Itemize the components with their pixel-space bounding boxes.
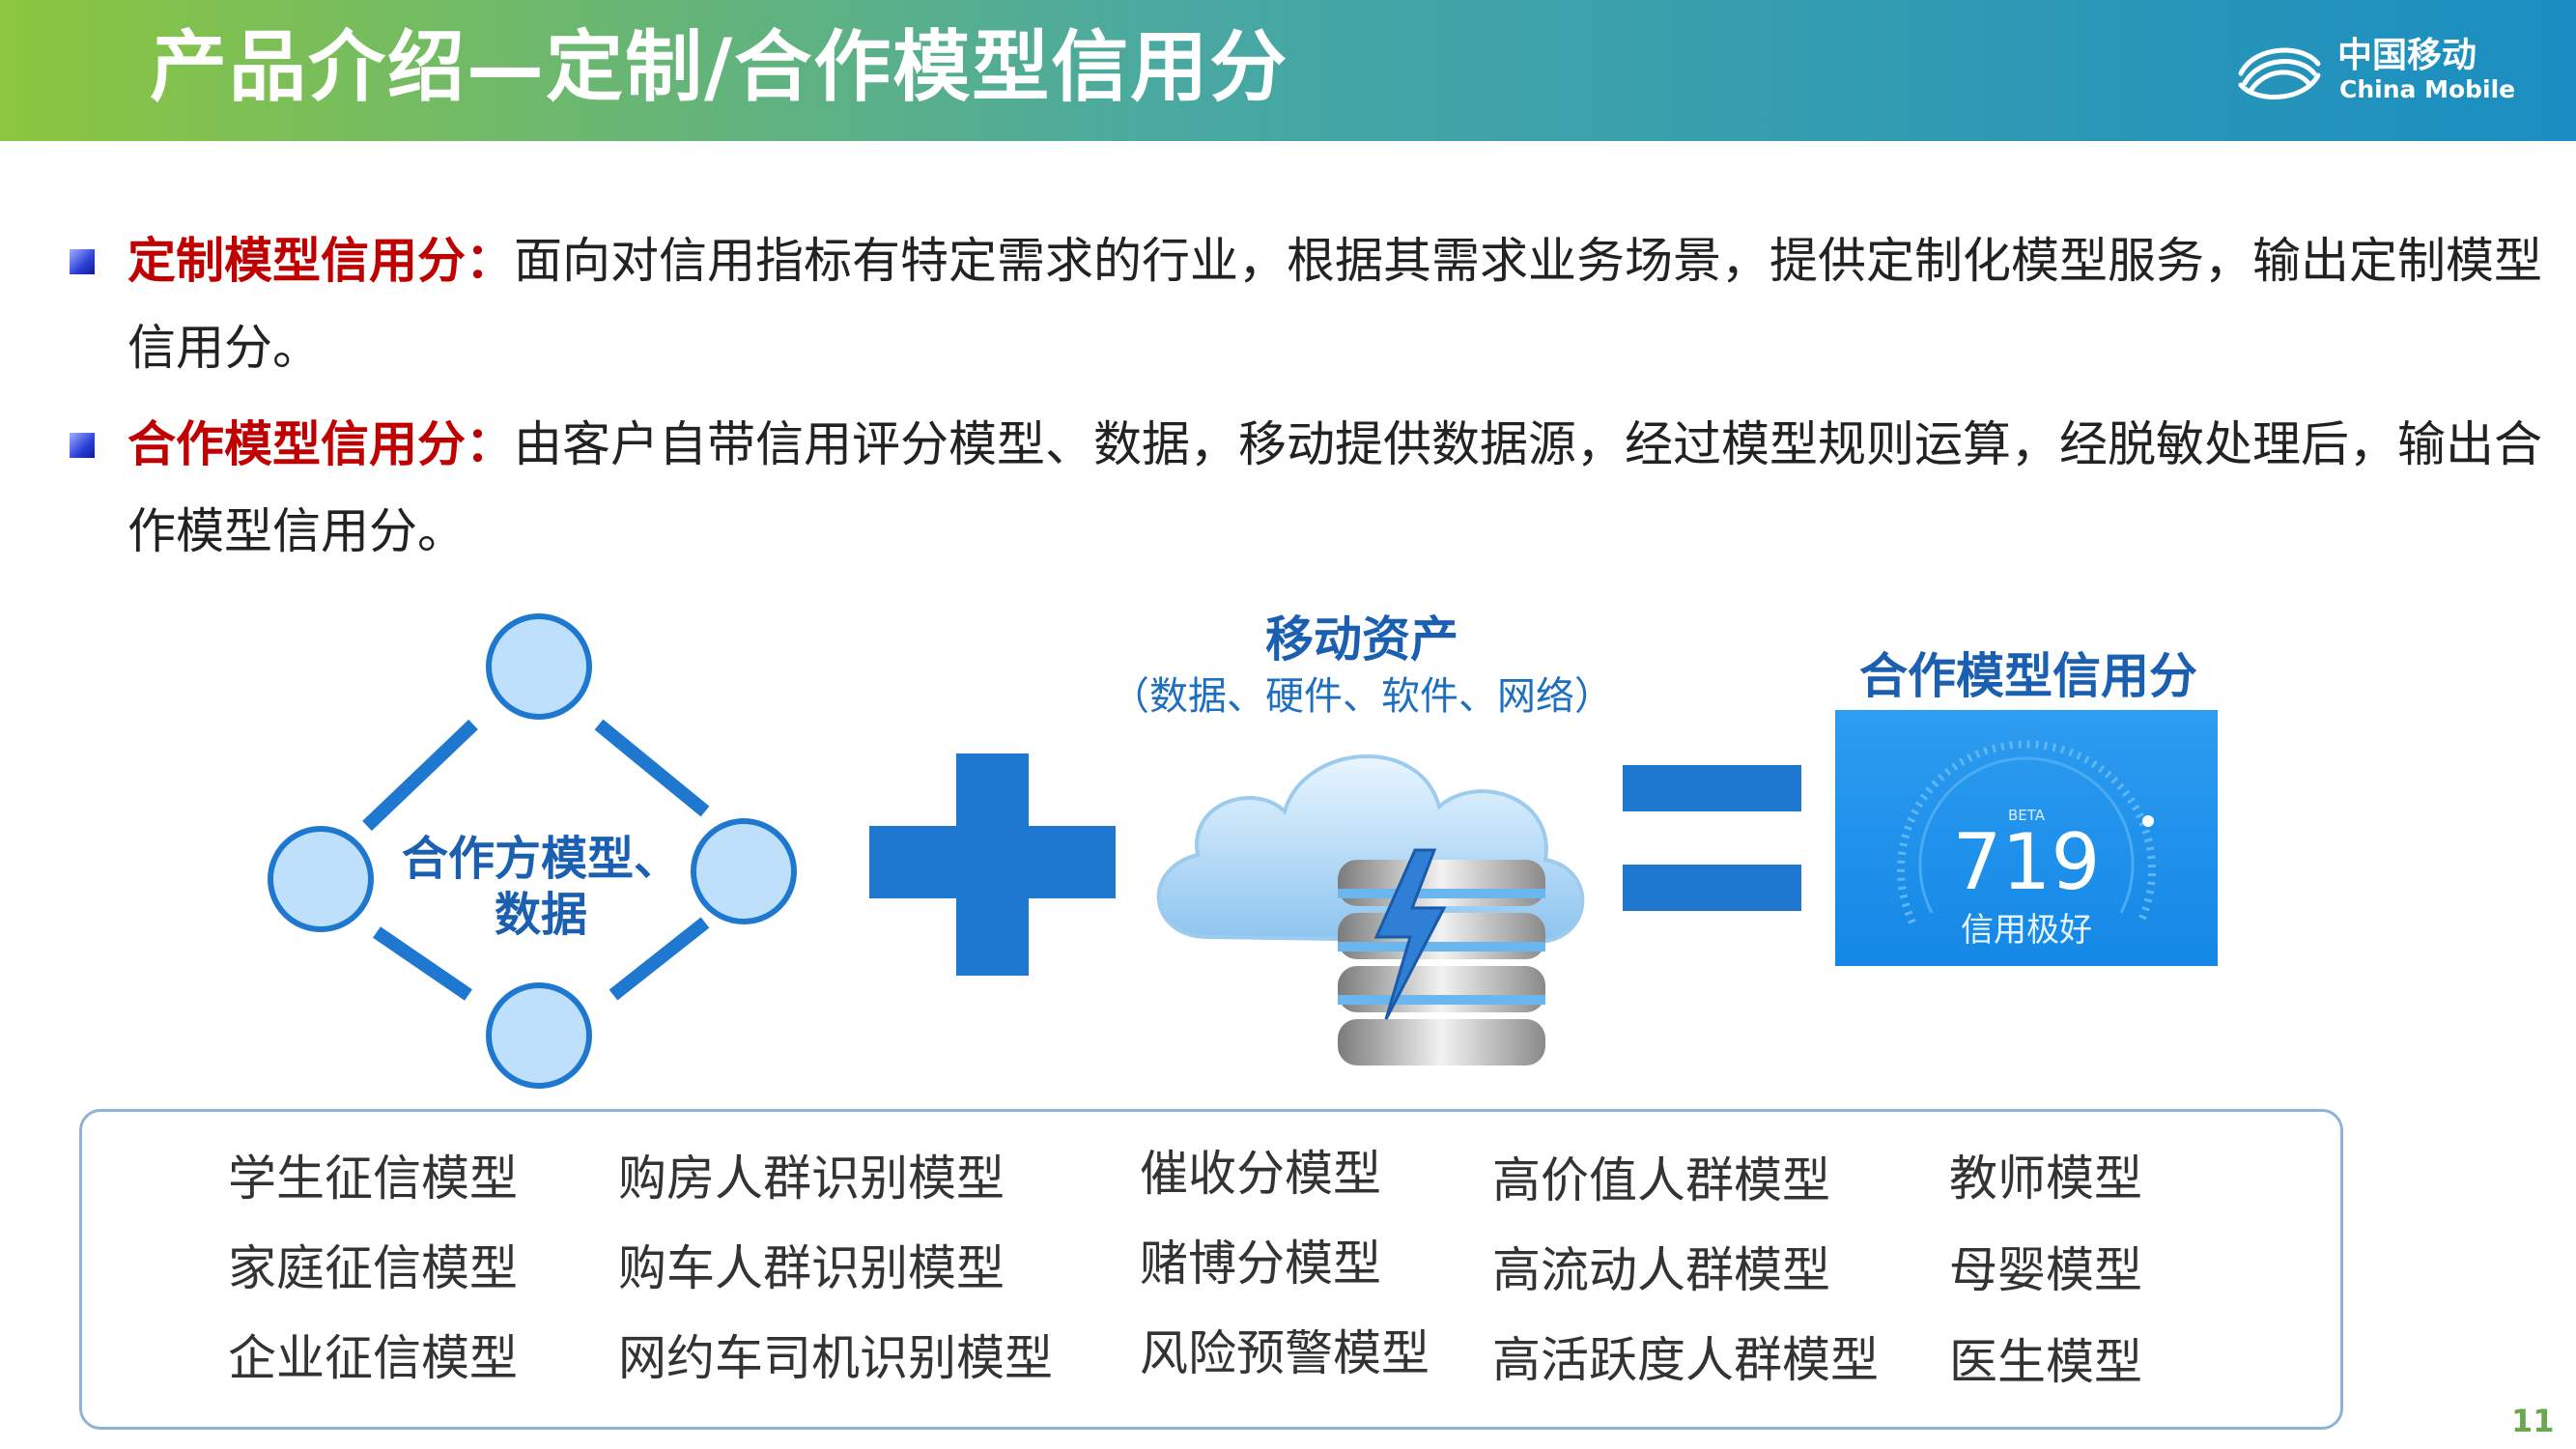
network-link xyxy=(373,926,472,1001)
plus-icon xyxy=(869,753,1116,976)
model-item: 高价值人群模型 xyxy=(1492,1152,1830,1208)
bullet-partner-text: 合作模型信用分：由客户自带信用评分模型、数据，移动提供数据源，经过模型规则运算，… xyxy=(127,401,2562,575)
model-item: 医生模型 xyxy=(1949,1334,2142,1390)
model-item: 学生征信模型 xyxy=(228,1151,518,1207)
model-item: 企业征信模型 xyxy=(228,1330,518,1386)
model-item: 网约车司机识别模型 xyxy=(618,1330,1053,1386)
network-node-left xyxy=(268,826,374,932)
credit-score-card: BETA 719 信用极好 xyxy=(1835,710,2218,966)
model-item: 赌博分模型 xyxy=(1140,1236,1381,1292)
china-mobile-logo-icon xyxy=(2238,47,2321,99)
model-item: 高流动人群模型 xyxy=(1492,1242,1830,1298)
bullet-partner-model: 合作模型信用分：由客户自带信用评分模型、数据，移动提供数据源，经过模型规则运算，… xyxy=(70,401,2542,575)
network-link xyxy=(609,917,710,1001)
score-gauge-icon xyxy=(1897,740,2156,924)
logo-text-cn: 中国移动 xyxy=(2337,36,2477,75)
network-link xyxy=(362,719,478,832)
network-node-right xyxy=(691,818,797,924)
bullet-square-icon xyxy=(70,433,95,458)
partner-label-line2: 数据 xyxy=(494,888,587,942)
bullet-partner-highlight: 合作模型信用分： xyxy=(127,416,514,472)
cloud-database-icon xyxy=(1156,753,1585,1065)
score-level: 信用极好 xyxy=(1961,911,2092,950)
bullet-square-icon xyxy=(70,249,95,274)
partner-network-diagram xyxy=(268,613,797,1089)
partner-label-line1: 合作方模型、 xyxy=(401,832,680,886)
bullet-custom-highlight: 定制模型信用分： xyxy=(127,233,514,289)
model-item: 母婴模型 xyxy=(1949,1242,2142,1298)
mobile-assets-subtitle: （数据、硬件、软件、网络） xyxy=(1111,674,1613,719)
partner-label: 合作方模型、 数据 xyxy=(377,831,705,943)
model-list-box xyxy=(79,1109,2343,1430)
model-item: 教师模型 xyxy=(1949,1151,2142,1207)
bullet-custom-body: 面向对信用指标有特定需求的行业，根据其需求业务场景，提供定制化模型服务，输出定制… xyxy=(127,233,2542,376)
model-item: 高活跃度人群模型 xyxy=(1492,1332,1879,1388)
bullet-partner-body: 由客户自带信用评分模型、数据，移动提供数据源，经过模型规则运算，经脱敏处理后，输… xyxy=(127,416,2542,559)
logo-text-en: China Mobile xyxy=(2339,75,2516,103)
network-node-bottom xyxy=(486,982,592,1089)
equals-icon xyxy=(1623,765,1801,911)
model-item: 购房人群识别模型 xyxy=(618,1151,1005,1207)
page-title: 产品介绍—定制/合作模型信用分 xyxy=(150,22,1289,112)
model-item: 催收分模型 xyxy=(1140,1146,1381,1202)
result-title: 合作模型信用分 xyxy=(1859,648,2197,704)
page-number: 11 xyxy=(2511,1403,2555,1439)
score-value: 719 xyxy=(1952,817,2101,907)
header-bar: 产品介绍—定制/合作模型信用分 中国移动 China Mobile xyxy=(0,0,2576,141)
model-item: 家庭征信模型 xyxy=(228,1240,518,1296)
mobile-assets-title: 移动资产 xyxy=(1265,611,1458,668)
network-node-top xyxy=(486,613,592,720)
bullet-custom-text: 定制模型信用分：面向对信用指标有特定需求的行业，根据其需求业务场景，提供定制化模… xyxy=(127,217,2562,391)
network-link xyxy=(594,719,710,817)
score-beta-label: BETA xyxy=(2007,807,2046,824)
model-item: 风险预警模型 xyxy=(1140,1325,1430,1381)
china-mobile-logo: 中国移动 China Mobile xyxy=(2231,35,2521,112)
bullet-custom-model: 定制模型信用分：面向对信用指标有特定需求的行业，根据其需求业务场景，提供定制化模… xyxy=(70,217,2542,391)
model-item: 购车人群识别模型 xyxy=(618,1240,1005,1296)
